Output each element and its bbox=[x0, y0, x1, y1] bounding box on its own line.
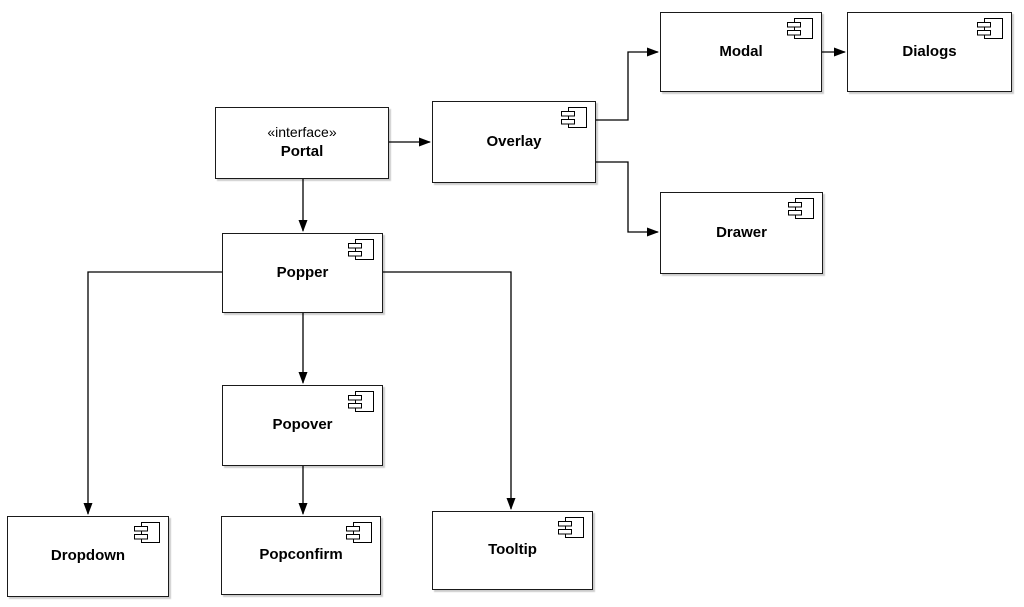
node-tooltip: Tooltip bbox=[432, 511, 593, 590]
node-dropdown: Dropdown bbox=[7, 516, 169, 597]
component-icon bbox=[348, 239, 374, 260]
component-icon bbox=[977, 18, 1003, 39]
component-icon bbox=[787, 18, 813, 39]
node-stereotype: «interface» bbox=[267, 124, 337, 141]
component-icon bbox=[558, 517, 584, 538]
node-drawer: Drawer bbox=[660, 192, 823, 274]
edge-overlay-to-drawer bbox=[596, 161, 659, 237]
node-popover: Popover bbox=[222, 385, 383, 466]
node-popconfirm: Popconfirm bbox=[221, 516, 381, 595]
node-label: Modal bbox=[719, 42, 763, 60]
component-icon bbox=[348, 391, 374, 412]
component-icon bbox=[134, 522, 160, 543]
node-label: Dropdown bbox=[50, 547, 126, 565]
node-label: Popover bbox=[272, 416, 333, 434]
node-dialogs: Dialogs bbox=[847, 12, 1012, 92]
node-overlay: Overlay bbox=[432, 101, 596, 183]
component-icon bbox=[561, 107, 587, 128]
node-label: Overlay bbox=[486, 132, 542, 150]
node-label: Portal bbox=[280, 143, 324, 161]
component-icon bbox=[788, 198, 814, 219]
node-label: Popconfirm bbox=[259, 546, 343, 564]
node-label: Dialogs bbox=[902, 42, 957, 60]
node-label: Drawer bbox=[716, 223, 767, 241]
node-modal: Modal bbox=[660, 12, 822, 92]
node-label: Tooltip bbox=[488, 541, 537, 559]
component-icon bbox=[346, 522, 372, 543]
node-portal: «interface» Portal bbox=[215, 107, 389, 179]
edge-popper-to-dropdown bbox=[83, 271, 222, 515]
edge-overlay-to-modal bbox=[596, 47, 659, 121]
node-popper: Popper bbox=[222, 233, 383, 313]
node-label: Popper bbox=[276, 263, 329, 281]
edge-popper-to-tooltip bbox=[383, 271, 516, 510]
